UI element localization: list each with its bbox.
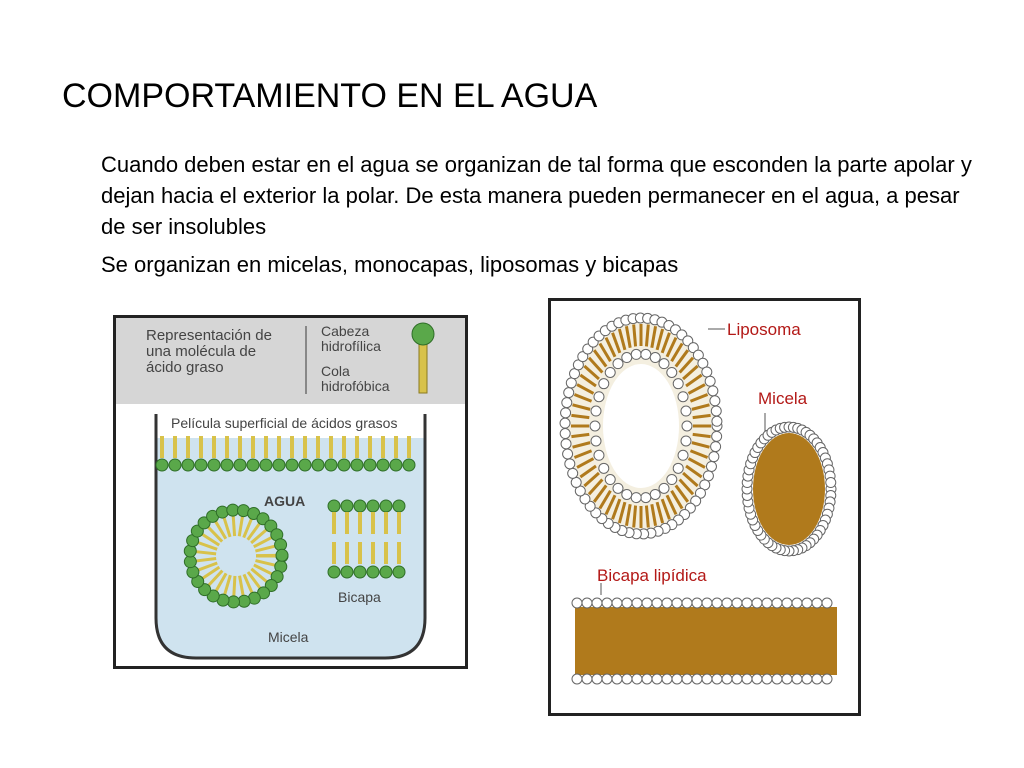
- liposome-label: Liposoma: [727, 320, 801, 339]
- surface-monolayer: [155, 436, 416, 472]
- lipid-bilayer-diagram: [571, 597, 837, 685]
- water-label: AGUA: [264, 493, 306, 509]
- bilayer-diagram: [327, 499, 406, 579]
- surface-film-label: Película superficial de ácidos grasos: [171, 415, 398, 431]
- fatty-acid-water-figure: Representación de una molécula de ácido …: [113, 315, 468, 669]
- membrane-structures-figure: Liposoma Micela Bicapa lipídica: [548, 298, 861, 716]
- micelle-label-right: Micela: [758, 389, 808, 408]
- fatty-acid-illustration: [116, 318, 465, 666]
- membrane-illustration: [559, 312, 837, 685]
- micelle-label: Micela: [268, 629, 309, 645]
- bilayer-label: Bicapa: [338, 589, 381, 605]
- micelle-diagram: [183, 503, 289, 609]
- hydrophobic-tail-label: Cola hidrofóbica: [321, 363, 390, 394]
- hydrophilic-head-label: Cabeza hidrofílica: [321, 323, 381, 354]
- lipid-bilayer-label: Bicapa lipídica: [597, 566, 707, 585]
- slide-title: COMPORTAMIENTO EN EL AGUA: [62, 77, 598, 115]
- body-paragraph-1: Cuando deben estar en el agua se organiz…: [101, 152, 972, 239]
- liposome-diagram: [559, 312, 723, 540]
- micelle-cross-section: [741, 421, 837, 557]
- fatty-acid-label: Representación de una molécula de ácido …: [146, 327, 272, 376]
- body-paragraph-2: Se organizan en micelas, monocapas, lipo…: [101, 252, 679, 277]
